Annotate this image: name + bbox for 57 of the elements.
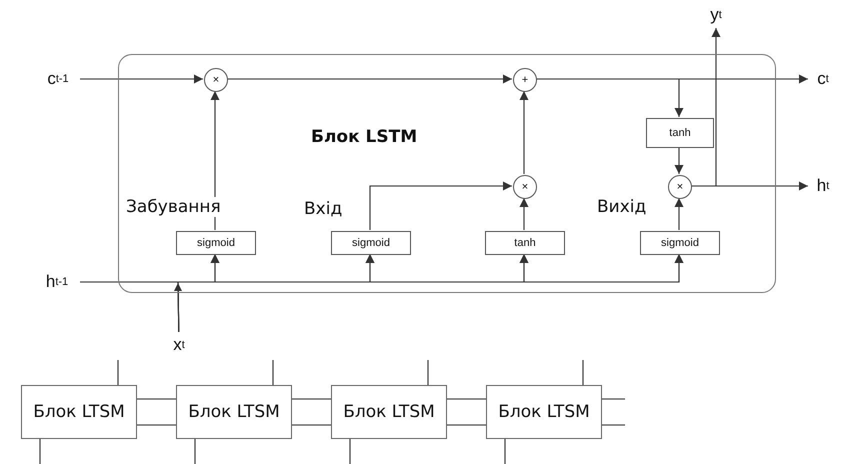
connector-line (137, 424, 176, 426)
connector-line (137, 398, 176, 400)
connector-line (117, 360, 119, 385)
arrow (177, 254, 684, 332)
function-label: sigmoid (352, 237, 390, 249)
connector-line (39, 439, 41, 464)
operation-circle (204, 68, 228, 92)
function-label: sigmoid (661, 237, 699, 249)
connector-line (427, 360, 429, 385)
lstm-cell-frame (118, 54, 776, 293)
connector-line (504, 439, 506, 464)
operation-circle (513, 175, 537, 199)
connector-line (292, 424, 331, 426)
arrow (674, 147, 684, 174)
gate-label: Забування (126, 197, 221, 217)
operation-circle (668, 175, 692, 199)
arrow (536, 78, 684, 117)
activation-box (331, 231, 411, 255)
gate-label: Вихід (597, 197, 646, 217)
lstm-block (176, 385, 292, 439)
activation-box (640, 231, 720, 255)
arrow (674, 198, 684, 230)
activation-box (176, 231, 256, 255)
connector-line (194, 439, 196, 464)
lstm-block (486, 385, 602, 439)
operator-symbol: × (212, 74, 220, 86)
operation-circle (513, 68, 537, 92)
connector-line (292, 398, 331, 400)
function-label: tanh (669, 127, 691, 139)
arrow (691, 28, 720, 187)
block-label: Блок LTSM (498, 400, 590, 424)
lstm-block (331, 385, 447, 439)
arrow (520, 91, 528, 174)
connector-line (447, 424, 486, 426)
activation-box (646, 118, 714, 148)
block-title: Блок LSTM (311, 127, 418, 147)
connector-line (602, 424, 625, 426)
activation-box (485, 231, 565, 255)
block-label: Блок LTSM (343, 400, 435, 424)
block-label: Блок LTSM (188, 400, 280, 424)
connector-line (272, 360, 274, 385)
arrow (227, 74, 512, 84)
arrow (520, 198, 528, 230)
function-label: tanh (514, 237, 536, 249)
gate-label: Вхід (304, 199, 342, 219)
arrow (80, 74, 203, 84)
arrow (369, 182, 512, 230)
connector-line (447, 398, 486, 400)
connector-line (349, 439, 351, 464)
operator-symbol: × (522, 181, 528, 193)
connector-line (602, 398, 625, 400)
function-label: sigmoid (197, 237, 235, 249)
lstm-block (21, 385, 137, 439)
block-label: Блок LTSM (33, 400, 125, 424)
operator-symbol: × (676, 181, 684, 193)
operator-symbol: + (522, 74, 528, 86)
connector-line (582, 360, 584, 385)
